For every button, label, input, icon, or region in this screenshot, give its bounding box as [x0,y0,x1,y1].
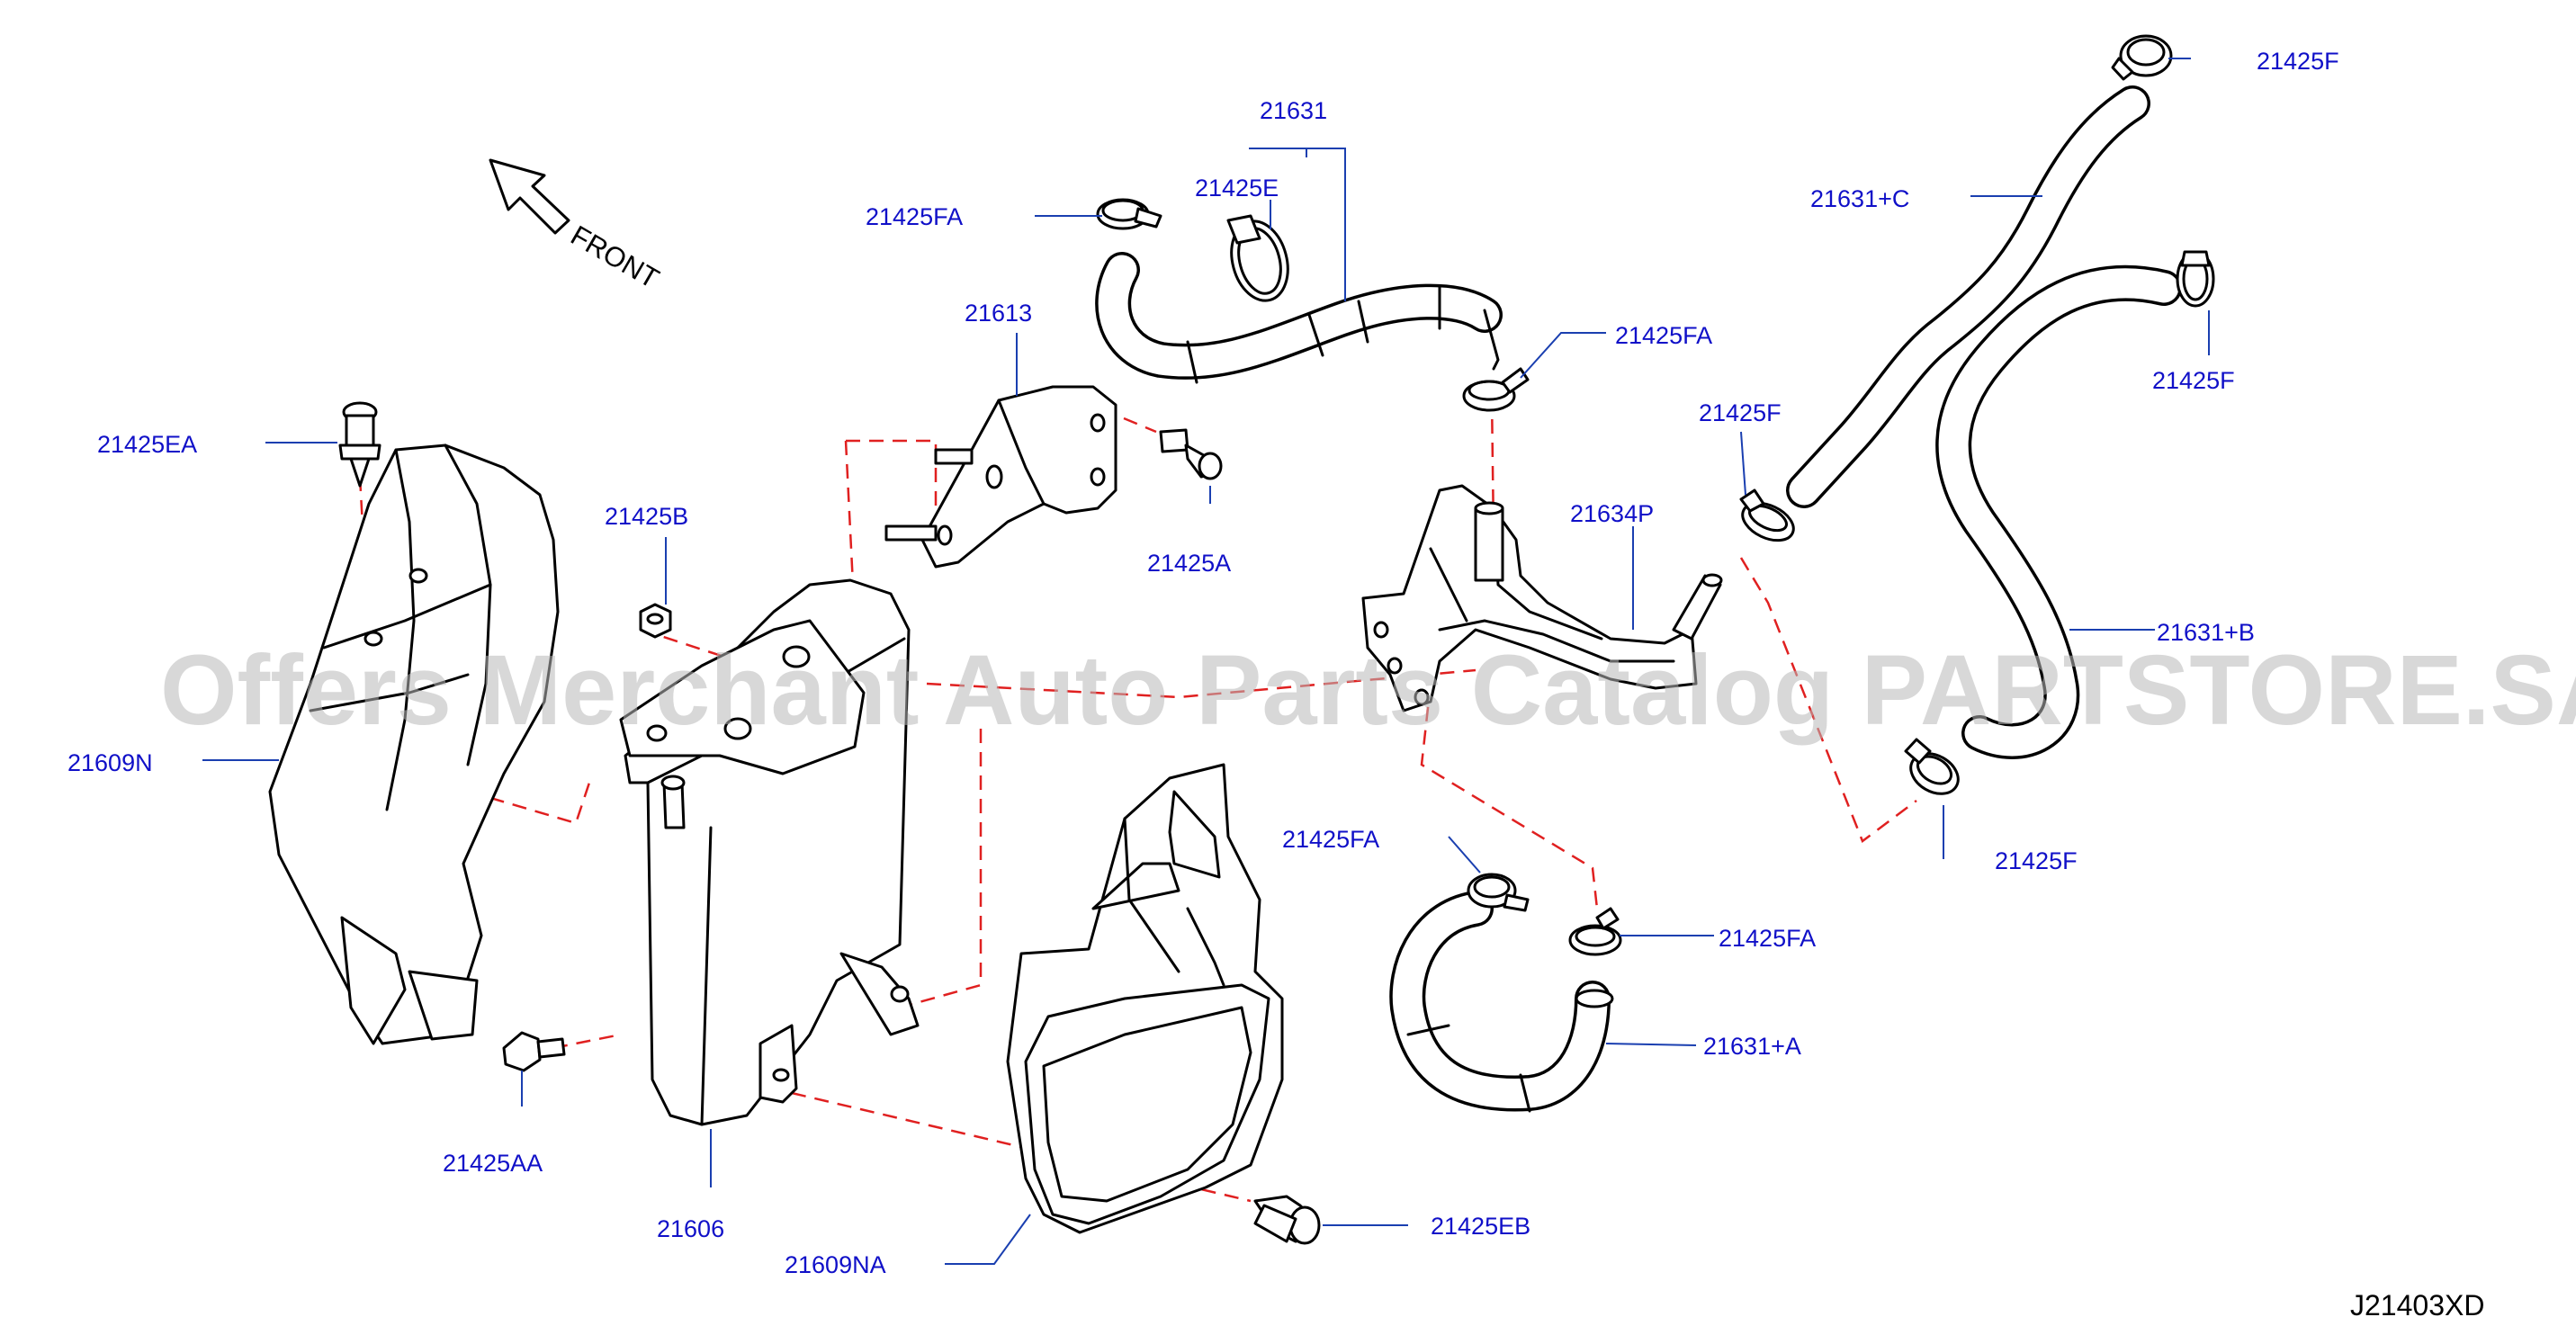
hose-21631c [1786,85,2150,508]
label-21425f-r: 21425F [2152,367,2235,394]
label-21606: 21606 [657,1215,724,1242]
clamp-21425fa-top [1096,198,1162,230]
hose-21631b [1935,264,2182,759]
label-21634p: 21634P [1570,500,1654,527]
label-21613: 21613 [965,300,1032,327]
duct-21609n [268,444,560,1045]
clamp-21425f-tr [2111,34,2173,81]
duct-21609na [1006,763,1284,1234]
clip-21425eb [1253,1195,1321,1245]
label-21631a: 21631+A [1703,1033,1801,1060]
label-21425fa-mid: 21425FA [1615,322,1712,349]
clamp-21425f-r [2176,250,2215,308]
label-21425fa-top: 21425FA [866,203,963,230]
label-21631: 21631 [1260,97,1327,124]
clamp-21425fa-mid [1462,367,1530,412]
hose-21631a [1389,891,1614,1113]
bracket-21613 [884,385,1117,569]
label-21425eb: 21425EB [1431,1213,1530,1240]
clamp-21425fa-low1 [1467,873,1530,912]
front-label: FRONT [566,220,665,295]
label-21425f-mid: 21425F [1699,399,1782,426]
diagram-code: J21403XD [2350,1289,2484,1322]
bolt-21425aa [502,1031,566,1072]
front-arrow-icon [489,158,570,235]
label-21425e: 21425E [1195,175,1279,202]
cooler-21606 [619,578,920,1126]
clamp-21425e [1226,214,1289,302]
leader-lines [202,58,2210,1265]
label-21425a: 21425A [1147,550,1231,577]
clamp-21425fa-low2 [1568,907,1622,956]
label-21425fa-low2: 21425FA [1719,925,1816,952]
watermark: Offers Merchant Auto Parts Catalog PARTS… [160,635,2576,746]
clamp-21425f-low [1904,738,1960,795]
clamp-21425f-mid [1739,488,1795,542]
label-21609n: 21609N [67,749,153,776]
label-21425ea: 21425EA [97,431,197,458]
label-21425b: 21425B [605,503,688,530]
label-21425f-low: 21425F [1995,847,2078,874]
bolt-21425a [1159,428,1223,480]
hose-21631 [1095,252,1503,384]
nut-21425b [639,603,672,639]
label-21425fa-low1: 21425FA [1282,826,1379,853]
label-21631c: 21631+C [1810,185,1909,212]
label-21425f-tr: 21425F [2257,48,2339,75]
label-21609na: 21609NA [785,1251,886,1278]
tube-21634p [1361,484,1723,712]
clip-21425ea [338,401,381,488]
label-21631b: 21631+B [2157,619,2255,646]
label-21425aa: 21425AA [443,1150,543,1177]
